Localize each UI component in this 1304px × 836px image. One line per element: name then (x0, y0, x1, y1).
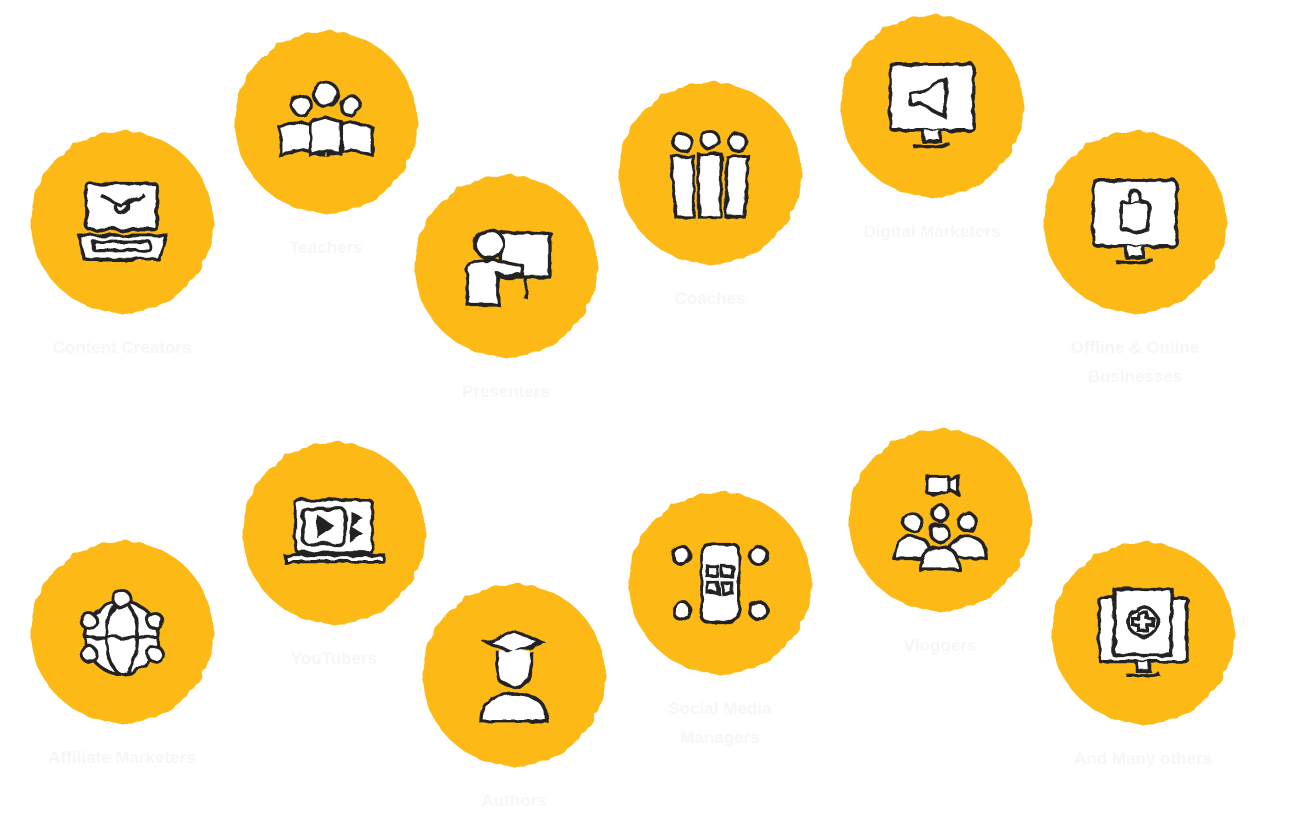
item-label: And Many others (1074, 749, 1212, 768)
graduate-icon (479, 629, 549, 723)
circle (235, 31, 417, 213)
item-label: Digital Marketers (863, 222, 1001, 241)
app-network-icon (671, 542, 769, 624)
item-label: Authors (481, 791, 547, 810)
item-presenters: Presenters (396, 175, 616, 406)
item-label: YouTubers (290, 649, 378, 668)
circle (243, 442, 425, 624)
team-icon (669, 129, 751, 219)
circle (423, 584, 605, 766)
item-label: Vloggers (903, 636, 977, 655)
video-audience-icon (892, 473, 988, 572)
item-many-others: And Many others (1033, 542, 1253, 773)
monitor-megaphone-icon (888, 62, 976, 148)
monitor-medical-icon (1097, 587, 1189, 677)
circle (841, 15, 1023, 197)
circle (31, 541, 213, 723)
item-digital-marketers: Digital Marketers (822, 15, 1042, 246)
item-teachers: Teachers (216, 31, 436, 262)
circle (619, 82, 801, 264)
laptop-pen-icon (75, 181, 169, 262)
item-label: Presenters (462, 382, 550, 401)
item-content-creators: Content Creators (12, 131, 232, 362)
item-label: Social Media Managers (668, 699, 772, 747)
circle (849, 429, 1031, 611)
item-label: Content Creators (52, 338, 192, 357)
item-social-media-managers: Social Media Managers (610, 492, 830, 752)
item-label: Coaches (674, 289, 746, 308)
circle (629, 492, 811, 674)
circle (1044, 131, 1226, 313)
circle (31, 131, 213, 313)
item-vloggers: Vloggers (830, 429, 1050, 660)
item-businesses: Offline & Online Businesses (1025, 131, 1245, 391)
monitor-shopping-bag-icon (1091, 178, 1179, 264)
item-youtubers: YouTubers (224, 442, 444, 673)
item-label: Teachers (289, 238, 363, 257)
item-label: Offline & Online Businesses (1070, 338, 1200, 386)
item-authors: Authors (404, 584, 624, 815)
item-coaches: Coaches (600, 82, 820, 313)
item-label: Affiliate Marketers (48, 748, 196, 767)
laptop-video-icon (282, 498, 386, 564)
globe-network-icon (79, 588, 165, 676)
presenter-board-icon (465, 228, 552, 307)
circle (415, 175, 597, 357)
item-affiliate-marketers: Affiliate Marketers (12, 541, 232, 772)
group-reading-icon (278, 80, 374, 158)
circle (1052, 542, 1234, 724)
